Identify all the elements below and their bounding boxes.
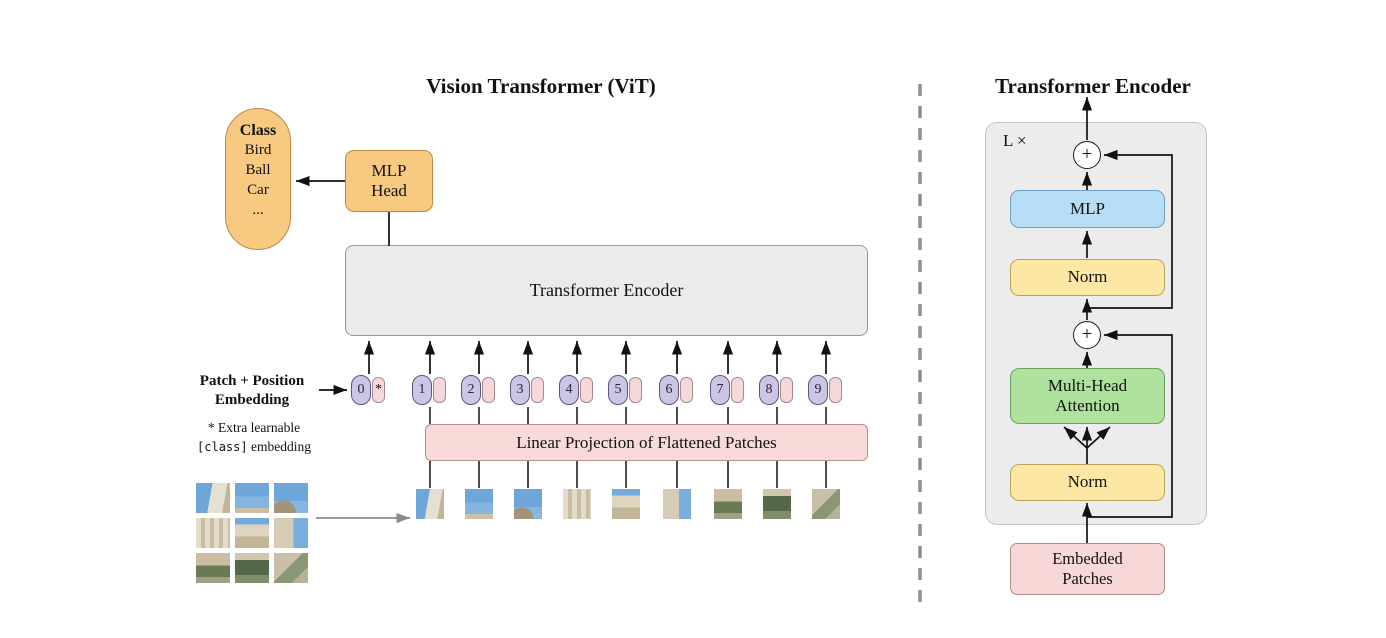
norm-top-box: Norm <box>1010 259 1165 296</box>
grid-patch-3 <box>274 483 308 513</box>
attention-line2: Attention <box>1055 396 1120 415</box>
class-output-pill: Class Bird Ball Car ... <box>225 108 291 250</box>
patch-embedding-chip-3 <box>531 377 544 403</box>
position-token-1: 1 <box>412 375 432 405</box>
multi-head-attention-box: Multi-Head Attention <box>1010 368 1165 424</box>
class-item-bird: Bird <box>244 142 272 159</box>
layer-repeat-label: L × <box>1003 131 1027 150</box>
patch-embedding-chip-6 <box>680 377 693 403</box>
embedded-line2: Patches <box>1062 569 1113 588</box>
position-token-7: 7 <box>710 375 730 405</box>
token-9-group: 9 <box>808 375 842 405</box>
footnote-class-code: [class] <box>197 439 248 454</box>
token-1-group: 1 <box>412 375 446 405</box>
token-6-group: 6 <box>659 375 693 405</box>
patch-position-line2: Embedding <box>214 391 290 408</box>
footnote-suffix: embedding <box>247 438 311 454</box>
patch-embedding-chip-8 <box>780 377 793 403</box>
token-3-group: 3 <box>510 375 544 405</box>
grid-patch-7 <box>196 553 230 583</box>
embedded-line1: Embedded <box>1052 549 1123 569</box>
class-item-ball: Ball <box>245 161 271 178</box>
encoder-detail-title: Transformer Encoder <box>995 74 1191 98</box>
image-patch-8 <box>763 489 791 519</box>
grid-patch-9 <box>274 553 308 583</box>
vit-title: Vision Transformer (ViT) <box>426 74 656 98</box>
position-token-6: 6 <box>659 375 679 405</box>
patch-embedding-chip-5 <box>629 377 642 403</box>
image-patch-1 <box>416 489 444 519</box>
grid-patch-5 <box>235 518 269 548</box>
patch-position-embedding-label: Patch + Position Embedding <box>167 372 337 410</box>
footnote-line2: [class] embedding <box>168 438 340 457</box>
token-7-group: 7 <box>710 375 744 405</box>
embedded-patches-box: Embedded Patches <box>1010 543 1165 595</box>
transformer-encoder-label: Transformer Encoder <box>529 280 684 300</box>
norm-top-label: Norm <box>1067 267 1108 287</box>
position-token-9: 9 <box>808 375 828 405</box>
patch-embedding-chip-7 <box>731 377 744 403</box>
class-heading: Class <box>239 122 277 139</box>
patch-embedding-chip-2 <box>482 377 495 403</box>
image-patch-7 <box>714 489 742 519</box>
grid-patch-8 <box>235 553 269 583</box>
class-embedding-chip: * <box>372 377 385 403</box>
transformer-encoder-box: Transformer Encoder <box>345 245 868 336</box>
image-patch-6 <box>663 489 691 519</box>
norm-bottom-label: Norm <box>1067 472 1108 492</box>
image-patch-2 <box>465 489 493 519</box>
linear-projection-label: Linear Projection of Flattened Patches <box>516 432 777 452</box>
class-token-footnote: * Extra learnable [class] embedding <box>168 419 340 457</box>
token-2-group: 2 <box>461 375 495 405</box>
position-token-4: 4 <box>559 375 579 405</box>
image-patch-5 <box>612 489 640 519</box>
patch-position-line1: Patch + Position <box>199 373 305 389</box>
grid-patch-6 <box>274 518 308 548</box>
mlp-head-line1: MLP <box>371 160 407 180</box>
position-token-8: 8 <box>759 375 779 405</box>
class-item-ellipsis: ... <box>252 201 264 218</box>
image-patch-4 <box>563 489 591 519</box>
grid-patch-2 <box>235 483 269 513</box>
position-token-2: 2 <box>461 375 481 405</box>
mlp-label: MLP <box>1070 198 1105 218</box>
grid-patch-1 <box>196 483 230 513</box>
residual-add-icon-bottom: + <box>1073 321 1101 349</box>
token-0-group: 0 * <box>351 375 385 405</box>
image-patch-9 <box>812 489 840 519</box>
token-5-group: 5 <box>608 375 642 405</box>
patch-embedding-chip-9 <box>829 377 842 403</box>
residual-add-icon-top: + <box>1073 141 1101 169</box>
mlp-head-line2: Head <box>371 181 407 200</box>
attention-line1: Multi-Head <box>1047 375 1128 395</box>
position-token-3: 3 <box>510 375 530 405</box>
source-image-grid <box>196 483 308 583</box>
patch-embedding-chip-4 <box>580 377 593 403</box>
image-patch-3 <box>514 489 542 519</box>
token-8-group: 8 <box>759 375 793 405</box>
linear-projection-box: Linear Projection of Flattened Patches <box>425 424 868 461</box>
norm-bottom-box: Norm <box>1010 464 1165 501</box>
mlp-head-box: MLP Head <box>345 150 433 212</box>
mlp-box: MLP <box>1010 190 1165 228</box>
class-item-car: Car <box>247 181 269 198</box>
position-token-5: 5 <box>608 375 628 405</box>
patch-embedding-chip-1 <box>433 377 446 403</box>
footnote-line1: * Extra learnable <box>207 420 301 435</box>
grid-patch-4 <box>196 518 230 548</box>
position-token-0: 0 <box>351 375 371 405</box>
token-4-group: 4 <box>559 375 593 405</box>
